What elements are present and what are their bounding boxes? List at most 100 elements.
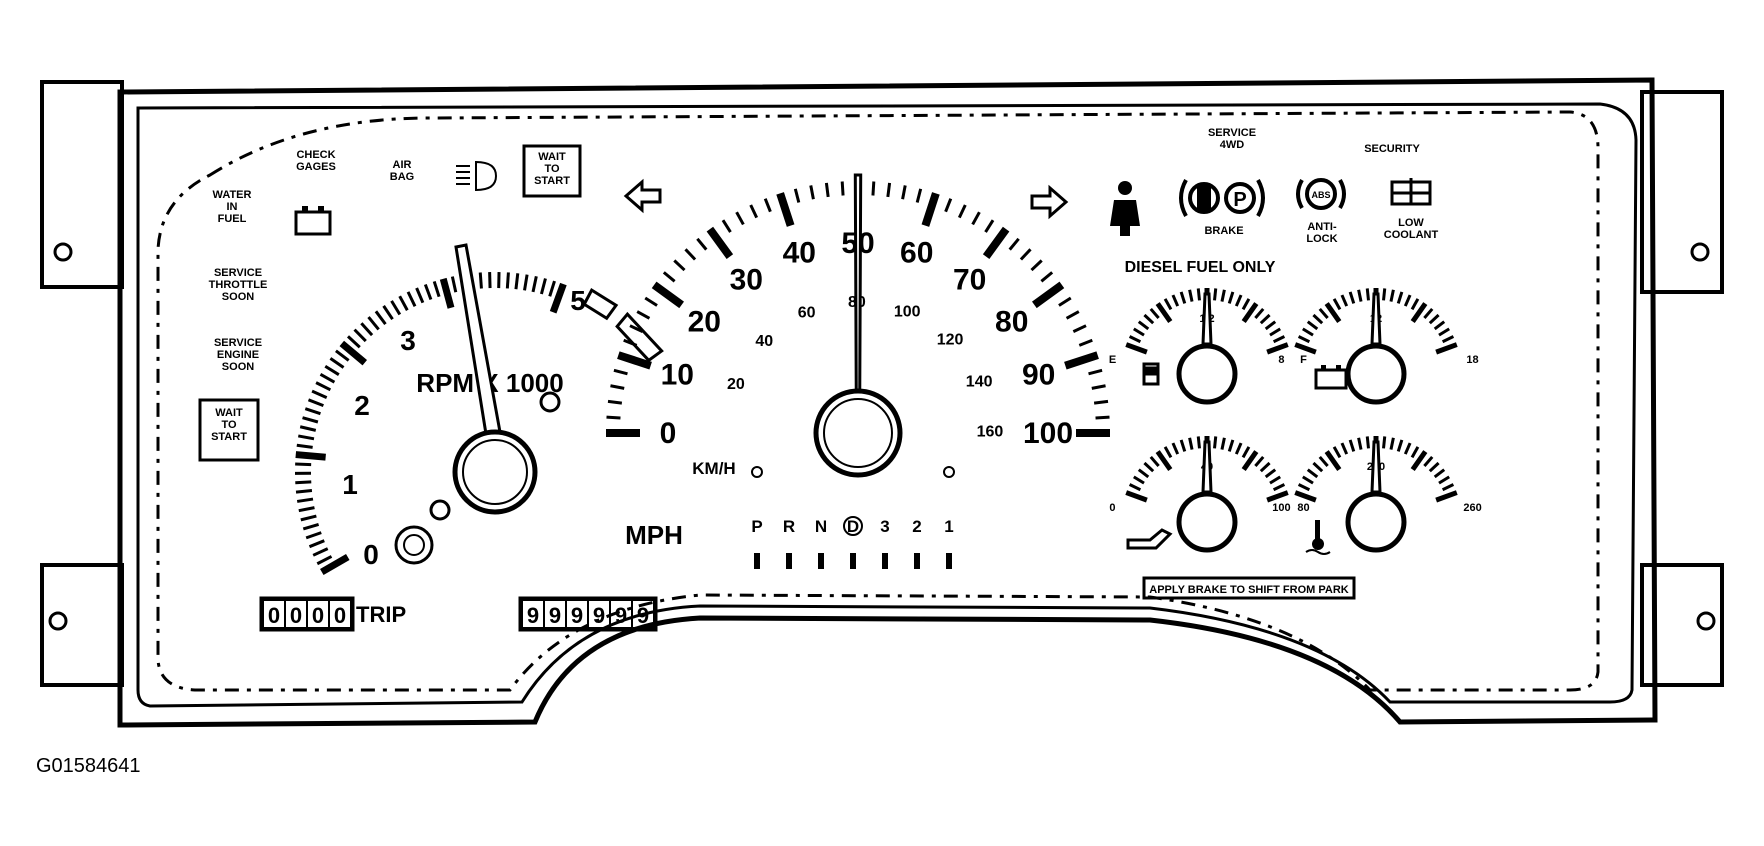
speedo-tick: [721, 219, 732, 233]
speedo-tick: [944, 198, 953, 213]
speedo-tick: [1030, 259, 1043, 272]
tach-tick: [302, 416, 319, 424]
kmh-tick-label-20: 20: [727, 376, 745, 393]
tach-tick: [415, 287, 425, 304]
wait-to-start-top-box: [522, 144, 582, 198]
odometer-digit: 9: [615, 603, 627, 628]
fuel-gauge-needle: [1201, 292, 1213, 346]
tach-tick: [539, 278, 547, 295]
speedo-tick: [982, 226, 1010, 259]
speedo-tick: [617, 351, 652, 370]
tach-needle: [454, 243, 502, 436]
voltmeter-gauge-needle: [1370, 292, 1382, 346]
tach-tick: [353, 328, 367, 343]
abs-icon: ABS: [1296, 178, 1346, 210]
kmh-tick-label-160: 160: [977, 424, 1004, 441]
coolant-icon: [1390, 178, 1432, 206]
speedo-tick: [606, 415, 621, 420]
gear-P: P: [751, 517, 762, 536]
tach-hub: [452, 429, 538, 515]
tach-tick: [439, 277, 455, 309]
kmh-tick-label-40: 40: [755, 333, 773, 350]
speedo-tick: [809, 185, 815, 200]
speedo-tick: [607, 399, 623, 405]
fuel-gauge-max-label: F: [1300, 354, 1307, 366]
headlight-icon: [456, 160, 498, 192]
fuel-gauge-hub: [1176, 343, 1238, 405]
speedo-tick: [1078, 338, 1093, 347]
coolant-temp-gauge-needle: [1370, 440, 1382, 494]
speedo-tick: [613, 368, 628, 376]
speedo-tick: [763, 198, 772, 213]
voltmeter-gauge: 81218: [1278, 288, 1479, 405]
tach-tick: [324, 364, 340, 376]
tach-tick: [312, 547, 329, 557]
speedo-tick: [840, 181, 845, 196]
brake-label: BRAKE: [1204, 225, 1243, 237]
gear-N: N: [815, 517, 827, 536]
tach-tick: [307, 398, 324, 407]
speedo-tick: [915, 188, 923, 203]
speedometer-hub: [813, 388, 903, 478]
right-turn-arrow-icon: [1030, 184, 1069, 220]
odometer-digit: 0: [334, 603, 346, 628]
shift-notice-box: [1142, 576, 1356, 600]
odometer-digit: 9: [593, 603, 605, 628]
svg-text:ABS: ABS: [1311, 190, 1330, 200]
tach-tick: [335, 349, 350, 362]
tach-tick: [531, 276, 538, 293]
tach-label-2: 2: [354, 390, 370, 421]
svg-text:P: P: [1233, 189, 1246, 211]
tach-indicator-light: [539, 391, 561, 413]
tach-tick: [505, 272, 510, 289]
tach-tick: [319, 373, 336, 384]
battery-gauge-icon: [1314, 365, 1348, 390]
fuel-gauge-min-label: E: [1109, 354, 1116, 366]
tach-tick: [295, 462, 312, 467]
cluster-housing: [40, 77, 1724, 728]
speedo-tick: [1064, 351, 1099, 370]
figure-id: G01584641: [36, 755, 141, 777]
tach-tick: [304, 407, 321, 416]
left-turn-arrow-icon: [623, 178, 662, 214]
tach-tick: [346, 335, 361, 349]
speedo-tick: [1058, 296, 1072, 307]
mounting-holes: [48, 242, 1716, 631]
tach-tick: [302, 522, 320, 531]
tachometer: 0 1 2 3 5 RPM X 1000: [294, 243, 664, 576]
speedo-tick: [749, 204, 759, 219]
speedo-tick: [610, 384, 625, 390]
mph-tick-label-20: 20: [688, 305, 721, 338]
tach-tick: [329, 357, 345, 369]
mph-tick-label-100: 100: [1023, 417, 1073, 450]
gear-1: 1: [944, 517, 953, 536]
odometer-digit: 9: [549, 603, 561, 628]
voltmeter-gauge-max-label: 18: [1466, 354, 1478, 366]
thermometer-icon: [1305, 520, 1331, 555]
speedo-tick: [901, 185, 907, 200]
speedo-tick: [776, 192, 795, 227]
trip-label: TRIP: [356, 602, 406, 627]
trip-reset-knob: [394, 525, 434, 565]
speedo-tick: [735, 211, 745, 226]
speedo-tick: [921, 192, 940, 227]
tachometer-tick-marks: [294, 272, 664, 576]
tach-tick: [300, 514, 317, 522]
wait-to-start-left-box: [198, 398, 260, 462]
oil-pressure-gauge-min-label: 0: [1109, 502, 1115, 514]
speedo-tick: [662, 271, 676, 283]
tach-tick: [398, 295, 409, 311]
gear-indicator-lamp: [914, 553, 920, 569]
tach-tick: [360, 322, 374, 337]
brake-icon: P: [1179, 179, 1265, 217]
speedo-tick: [1019, 248, 1032, 261]
odometer-digit: 9: [571, 603, 583, 628]
speedo-tick: [1065, 310, 1080, 320]
mph-tick-label-10: 10: [661, 358, 694, 391]
